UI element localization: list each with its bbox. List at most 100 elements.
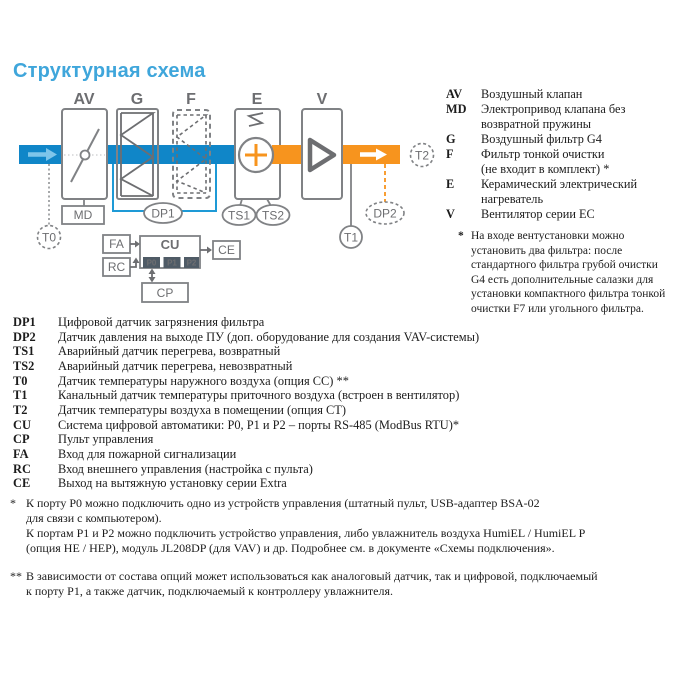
- component-legend: AV Воздушный клапан MD Электропривод кла…: [446, 87, 696, 222]
- legend-text: Керамический электрический нагреватель: [481, 177, 638, 206]
- page-title: Структурная схема: [13, 60, 206, 82]
- legend-item-av: AV Воздушный клапан: [446, 87, 696, 102]
- designation-row-ts2: TS2 Аварийный датчик перегрева, невозврат…: [13, 359, 698, 374]
- av-damper-pivot: [79, 149, 91, 161]
- dp2-ellipse: [365, 201, 405, 225]
- port-p2-box: [184, 257, 199, 268]
- designation-key: T2: [13, 402, 28, 417]
- footnote-text: В зависимости от состава опций может исп…: [26, 569, 598, 598]
- designation-text: Датчик давления на выходе ПУ (доп. обору…: [58, 329, 480, 344]
- designation-key: TS2: [13, 358, 35, 373]
- md-label: MD: [74, 208, 93, 222]
- dp2-label: DP2: [373, 207, 397, 221]
- fan-triangle-icon: [307, 137, 337, 173]
- block-label-f: F: [186, 91, 196, 108]
- block-g-box: [116, 108, 159, 200]
- designation-key: CU: [13, 417, 31, 432]
- legend-key: V: [446, 207, 455, 221]
- legend-key: F: [446, 147, 454, 161]
- md-box: [61, 205, 105, 225]
- ts1-label: TS1: [228, 209, 250, 223]
- designation-row-t2: T2 Датчик температуры воздуха в помещении…: [13, 403, 698, 418]
- legend-key: MD: [446, 102, 467, 116]
- legend-text: Электропривод клапана без возвратной пру…: [481, 102, 626, 131]
- legend-key: AV: [446, 87, 463, 101]
- designation-text: Вход внешнего управления (настройка с пу…: [58, 461, 313, 476]
- t1-circle: [339, 225, 363, 249]
- ventilation-unit-schematic: AV G F E V MD DP1 TS1 TS2 T0 T1 T2: [19, 91, 435, 303]
- legend-key: E: [446, 177, 455, 191]
- designation-key: TS1: [13, 344, 35, 359]
- cp-to-cu-double-arrow: [148, 268, 156, 283]
- cu-to-ce-arrow: [200, 246, 212, 254]
- port-p0-label: P0: [147, 259, 157, 268]
- filter-footnote: * На входе вентустановки можно установит…: [458, 229, 698, 317]
- legend-item-md: MD Электропривод клапана без возвратной …: [446, 102, 696, 132]
- ts1-ellipse: [221, 204, 257, 226]
- legend-text: Вентилятор серии ЕС: [481, 207, 595, 221]
- legend-item-v: V Вентилятор серии ЕС: [446, 207, 696, 222]
- legend-text: Фильтр тонкой очистки (не входит в компл…: [481, 147, 610, 176]
- block-label-v: V: [317, 91, 328, 108]
- port-p1-label: P1: [167, 259, 177, 268]
- ports-footnote: * К порту P0 можно подключить одно из ус…: [10, 496, 690, 556]
- ts2-label: TS2: [262, 209, 284, 223]
- block-label-e: E: [252, 91, 263, 108]
- designation-key: CP: [13, 432, 30, 447]
- sensor-footnote: ** В зависимости от состава опций может …: [10, 569, 695, 598]
- ce-box: [212, 240, 241, 260]
- designation-text: Цифровой датчик загрязнения фильтра: [58, 315, 265, 329]
- port-p2-label: P2: [187, 259, 197, 268]
- designation-text: Датчик температуры воздуха в помещении (…: [58, 402, 346, 417]
- t2-circle: [409, 142, 435, 168]
- f-filter-zigzag: [175, 114, 209, 194]
- block-label-g: G: [131, 91, 143, 108]
- cu-label: CU: [161, 237, 180, 252]
- footnote-marker: **: [10, 569, 22, 583]
- ts2-ellipse: [255, 204, 291, 226]
- designation-text: Вход для пожарной сигнализации: [58, 446, 237, 461]
- designation-text: Пульт управления: [58, 432, 154, 447]
- port-p0-box: [143, 257, 160, 268]
- designation-text: Канальный датчик температуры приточного …: [58, 388, 460, 403]
- designation-text: Выход на вытяжную установку серии Extra: [58, 476, 287, 491]
- designation-row-cp: CP Пульт управления: [13, 432, 698, 447]
- designation-key: T1: [13, 388, 28, 403]
- fa-label: FA: [109, 237, 124, 251]
- designation-row-dp2: DP2 Датчик давления на выходе ПУ (доп. об…: [13, 330, 698, 345]
- legend-key: G: [446, 132, 456, 146]
- designation-text: Система цифровой автоматики: P0, P1 и P2…: [58, 417, 460, 432]
- designation-key: DP2: [13, 329, 36, 344]
- legend-item-f: F Фильтр тонкой очистки (не входит в ком…: [446, 147, 696, 177]
- designation-text: Аварийный датчик перегрева, возвратный: [58, 344, 281, 359]
- legend-item-e: E Керамический электрический нагреватель: [446, 177, 696, 207]
- designation-row-cu: CU Система цифровой автоматики: P0, P1 и …: [13, 418, 698, 433]
- footnote-marker: *: [458, 230, 464, 242]
- t1-label: T1: [344, 231, 358, 245]
- designation-text: Аварийный датчик перегрева, невозвратный: [58, 358, 293, 373]
- ce-label: CE: [218, 243, 235, 257]
- g-filter-zigzag: [119, 112, 156, 197]
- rc-to-cu-arrow: [130, 257, 140, 268]
- footnote-text: К порту P0 можно подключить одно из устр…: [26, 496, 586, 555]
- rc-label: RC: [108, 260, 126, 274]
- outlet-arrow-icon: [360, 148, 387, 161]
- inlet-arrow-icon: [28, 148, 57, 161]
- designation-key: T0: [13, 373, 28, 388]
- heater-coil-icon: [246, 112, 265, 127]
- footnote-marker: *: [10, 496, 16, 510]
- footnote-text: На входе вентустановки можно установить …: [471, 230, 666, 315]
- block-label-av: AV: [73, 91, 94, 108]
- block-f-box: [172, 109, 211, 199]
- designation-key: CE: [13, 476, 31, 491]
- cp-box: [141, 282, 189, 303]
- t2-label: T2: [415, 149, 429, 163]
- t0-circle: [36, 224, 62, 250]
- designation-row-ce: CE Выход на вытяжную установку серии Extr…: [13, 476, 698, 491]
- fa-to-cu-arrow: [130, 240, 140, 248]
- legend-item-g: G Воздушный фильтр G4: [446, 132, 696, 147]
